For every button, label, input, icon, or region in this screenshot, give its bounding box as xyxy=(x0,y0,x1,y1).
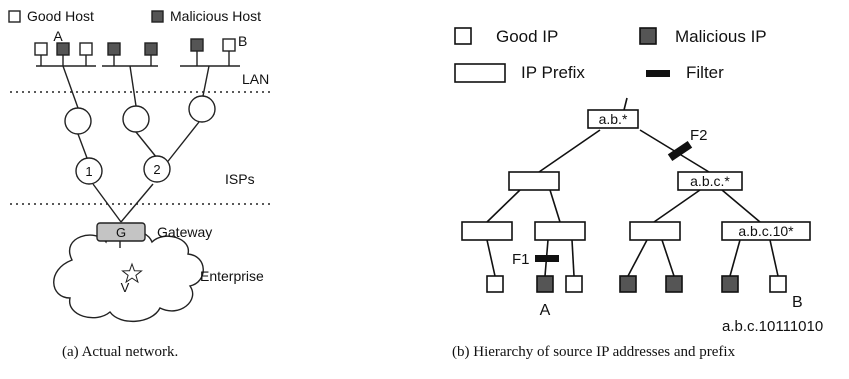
legend-malicious-host-icon xyxy=(151,10,164,23)
isps-label: ISPs xyxy=(225,171,255,187)
mid-prefix-label: a.b.c.* xyxy=(690,173,730,189)
malicious-host xyxy=(144,42,158,56)
good-ip-leaf-b xyxy=(769,275,787,293)
legend-good-ip-icon xyxy=(454,27,472,45)
actual-network-panel xyxy=(8,10,272,323)
lan-router xyxy=(188,95,216,123)
malicious-ip-leaf xyxy=(665,275,683,293)
gateway-label: Gateway xyxy=(157,224,212,240)
lan-router xyxy=(122,105,150,133)
low-prefix-label: a.b.c.10* xyxy=(738,223,794,239)
leaf-b-label: B xyxy=(792,294,803,311)
legend-malicious-ip-label: Malicious IP xyxy=(675,27,767,46)
legend-filter-label: Filter xyxy=(686,63,724,82)
victim-star-icon xyxy=(121,262,143,284)
left-caption: (a) Actual network. xyxy=(62,344,178,360)
good-host xyxy=(79,42,93,56)
prefix-low xyxy=(721,221,811,241)
malicious-ip-leaf xyxy=(721,275,739,293)
good-host xyxy=(34,42,48,56)
leaf-a-label: A xyxy=(540,302,551,319)
legend-malicious-ip-icon xyxy=(639,27,657,45)
good-ip-leaf xyxy=(565,275,583,293)
malicious-host xyxy=(107,42,121,56)
filter-f2 xyxy=(667,140,693,162)
f1-label: F1 xyxy=(512,251,530,268)
host-b-label: B xyxy=(238,33,247,49)
filter-f1 xyxy=(535,255,559,262)
victim-label: V xyxy=(121,280,130,295)
legend-prefix-icon xyxy=(454,63,506,83)
legend-filter-icon xyxy=(646,70,670,77)
prefix-node xyxy=(461,221,513,241)
isp-1-label: 1 xyxy=(85,164,92,179)
prefix-root xyxy=(587,109,639,129)
malicious-host-a xyxy=(56,42,70,56)
isp-router-1 xyxy=(75,157,103,185)
host-a-label: A xyxy=(53,28,63,44)
enterprise-label: Enterprise xyxy=(200,268,264,284)
prefix-mid xyxy=(677,171,743,191)
right-caption: (b) Hierarchy of source IP addresses and… xyxy=(452,344,736,360)
lan-router xyxy=(64,107,92,135)
lan-label: LAN xyxy=(242,71,269,87)
prefix-node xyxy=(508,171,560,191)
malicious-ip-leaf-a xyxy=(536,275,554,293)
malicious-host xyxy=(190,38,204,52)
isp-2-label: 2 xyxy=(153,162,160,177)
legend-good-ip-label: Good IP xyxy=(496,27,558,46)
f2-label: F2 xyxy=(690,127,708,144)
good-host-b xyxy=(222,38,236,52)
legend-good-host-label: Good Host xyxy=(27,8,94,24)
malicious-ip-leaf xyxy=(619,275,637,293)
isp-router-2 xyxy=(143,155,171,183)
gateway-node-label: G xyxy=(116,225,126,240)
legend-malicious-host-label: Malicious Host xyxy=(170,8,261,24)
legend-prefix-label: IP Prefix xyxy=(521,63,585,82)
gateway-node xyxy=(96,222,146,242)
prefix-node xyxy=(534,221,586,241)
prefix-node xyxy=(629,221,681,241)
good-ip-leaf xyxy=(486,275,504,293)
legend-good-host-icon xyxy=(8,10,21,23)
ip-hierarchy-panel xyxy=(454,27,811,293)
root-prefix-label: a.b.* xyxy=(599,111,628,127)
leaf-b-address: a.b.c.10111010 xyxy=(722,318,823,335)
